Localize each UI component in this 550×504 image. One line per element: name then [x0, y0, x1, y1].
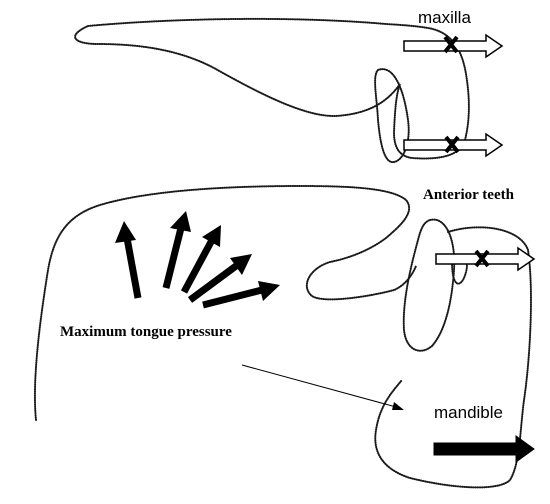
maxilla-outline [74, 17, 470, 160]
pressure-arrow-5 [202, 281, 280, 309]
cross-icon [443, 35, 459, 54]
pressure-arrow-1 [115, 221, 142, 299]
pressure-arrow-3 [180, 225, 221, 294]
upper-incisor [374, 68, 410, 164]
lower-incisor [402, 218, 456, 352]
anterior-teeth-arrow [435, 246, 536, 272]
cross-icon [474, 249, 490, 268]
tongue-outline [33, 184, 417, 421]
tongue-pressure-label: Maximum tongue pressure [60, 324, 232, 340]
mandible-outline [374, 226, 532, 489]
pressure-arrow-2 [162, 211, 191, 289]
mandible-arrow [433, 435, 535, 463]
anterior-teeth-label: Anterior teeth [423, 187, 514, 203]
leader-line [241, 364, 404, 410]
cross-icon [444, 135, 460, 154]
maxilla-label: maxilla [418, 8, 471, 27]
pressure-arrow-4 [187, 254, 252, 303]
mandible-label: mandible [434, 403, 503, 422]
tongue-pressure-arrows [115, 211, 280, 309]
